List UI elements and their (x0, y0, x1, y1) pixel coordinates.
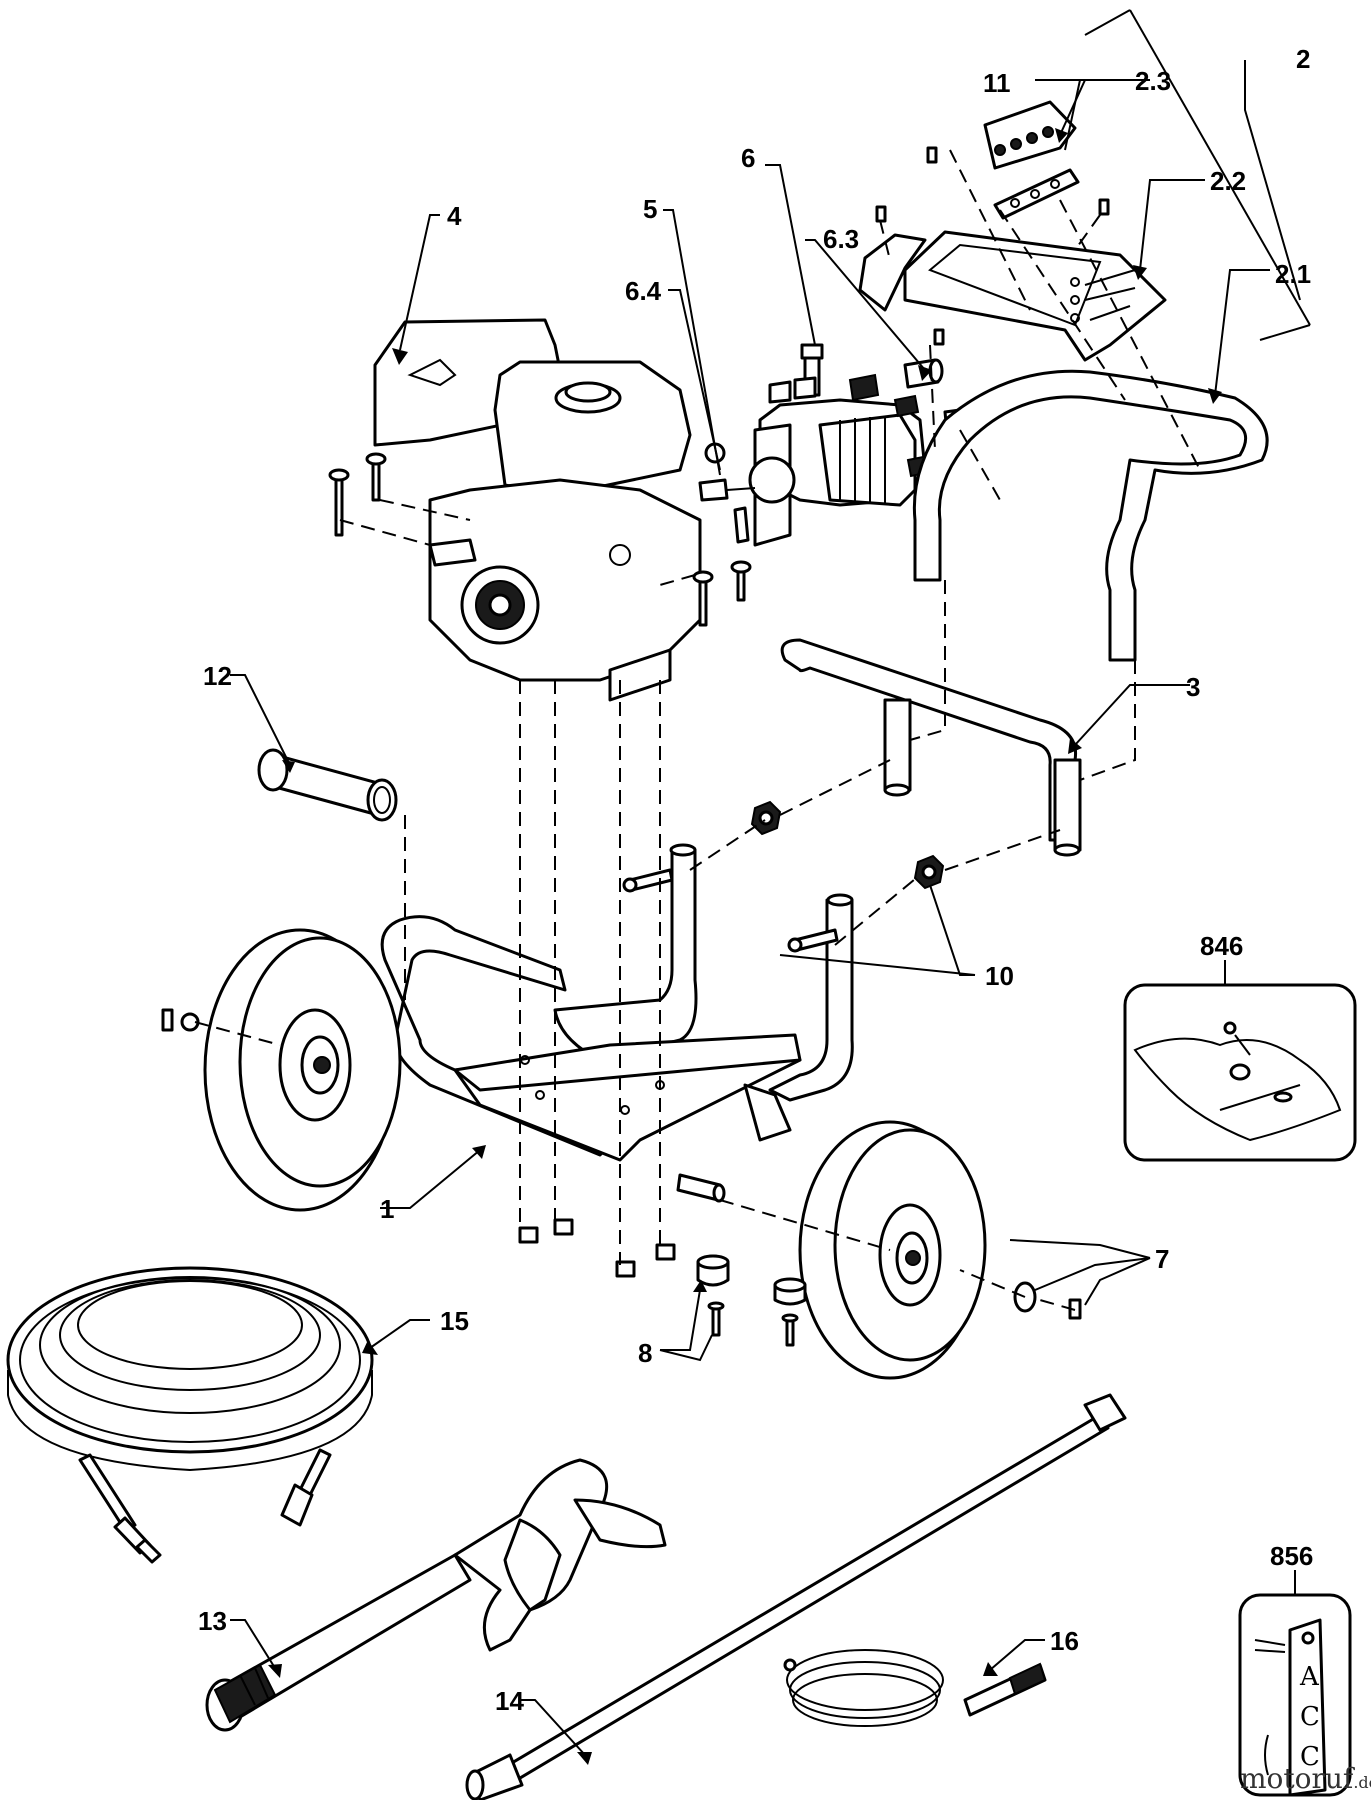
hardware-bag-846 (1123, 983, 1357, 1162)
right-wheel (798, 1120, 1082, 1380)
accessory-kit-856: A C C (1238, 1593, 1352, 1797)
upper-frame (780, 638, 1082, 857)
assembly-lines (194, 149, 1201, 1311)
frame-hardware (518, 868, 839, 1347)
pump (748, 343, 933, 547)
quick-connect-bracket (983, 100, 1080, 220)
watermark-suffix: .de (1353, 1773, 1371, 1792)
axle (676, 1173, 726, 1203)
kit-letter-c1: C (1300, 1702, 1320, 1732)
callout-16: 16 (1050, 1626, 1079, 1656)
handle-knobs (750, 800, 945, 890)
callout-11: 11 (983, 68, 1011, 98)
control-panel (858, 146, 1167, 362)
callout-12: 12 (203, 661, 232, 691)
svg-text:motoruf.de: motoruf.de (1240, 1762, 1371, 1795)
callout-14: 14 (495, 1686, 524, 1716)
handle-grip (257, 748, 398, 822)
left-wheel (161, 928, 402, 1212)
callout-7: 7 (1155, 1244, 1169, 1274)
callout-6: 6 (741, 143, 755, 173)
engine-mount-bolts (328, 452, 752, 627)
main-frame (380, 843, 854, 1162)
callout-6-3: 6.3 (823, 224, 859, 254)
callout-4: 4 (447, 201, 462, 231)
callout-3: 3 (1186, 672, 1200, 702)
watermark-brand: motoruf (1240, 1762, 1356, 1795)
callout-2-2: 2.2 (1210, 166, 1246, 196)
kit-letter-a: A (1299, 1662, 1320, 1692)
callout-846: 846 (1200, 931, 1243, 961)
watermark: motoruf.de (1240, 1762, 1371, 1795)
engine (373, 318, 702, 702)
kit-letter-c2: C (1300, 1742, 1320, 1772)
callout-856: 856 (1270, 1541, 1313, 1571)
spray-lance (465, 1393, 1127, 1800)
callout-1: 1 (380, 1194, 394, 1224)
callout-10: 10 (985, 961, 1014, 991)
callout-13: 13 (198, 1606, 227, 1636)
handle (912, 369, 1269, 662)
callout-labels: 1 2 2.1 2.2 2.3 3 4 5 6 6.3 6.4 7 8 10 1… (198, 44, 1313, 1716)
callout-8: 8 (638, 1338, 652, 1368)
leader-lines (230, 9, 1311, 1765)
callout-2-1: 2.1 (1275, 259, 1311, 289)
callout-2-3: 2.3 (1135, 66, 1171, 96)
high-pressure-hose (6, 1266, 374, 1564)
callout-2: 2 (1296, 44, 1310, 74)
callout-6-4: 6.4 (625, 276, 662, 306)
callout-15: 15 (440, 1306, 469, 1336)
spray-gun (205, 1458, 667, 1732)
detergent-hose (783, 1649, 1047, 1727)
callout-5: 5 (643, 194, 657, 224)
